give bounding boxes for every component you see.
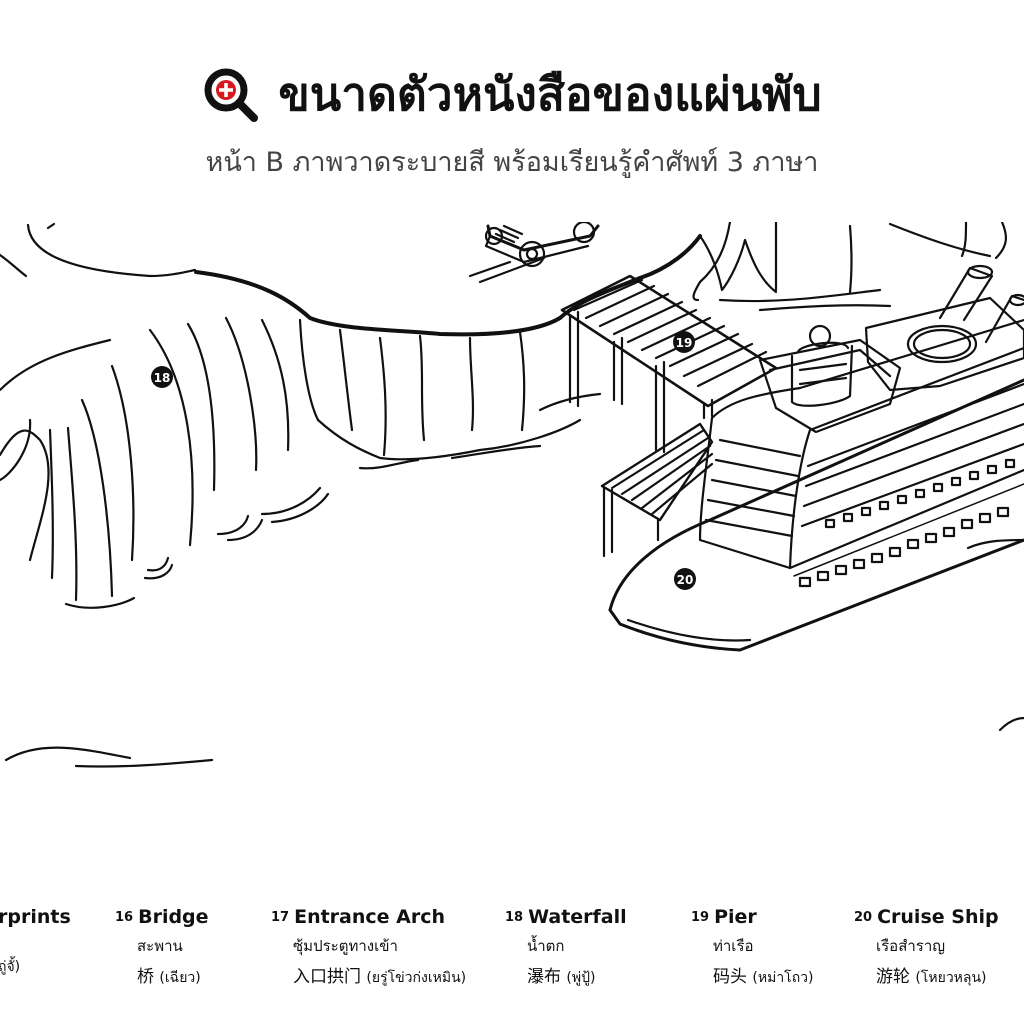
page-header: ขนาดตัวหนังสือของแผ่นพับ หน้า B ภาพวาดระ… [0,0,1024,200]
marker-waterfall-label: 18 [154,371,171,385]
legend-zh: 游轮 [876,967,910,987]
vocabulary-legend: rprints ถู่จั้) 16 Bridge สะพาน 桥 (เฉียว)… [0,906,1024,1016]
legend-pron: (เฉียว) [159,970,201,986]
legend-item-cruise-ship: 20 Cruise Ship เรือสำราญ 游轮 (โหยวหลุน) [854,906,999,989]
legend-th: เรือสำราญ [876,937,946,955]
legend-zh: 瀑布 [527,967,561,987]
legend-th: ซุ้มประตูทางเข้า [293,937,398,955]
legend-zh: 码头 [713,967,747,987]
legend-num: 17 [271,910,290,925]
legend-item-entrance-arch: 17 Entrance Arch ซุ้มประตูทางเข้า 入口拱门 (ย… [271,906,466,989]
legend-num: 16 [115,910,134,925]
legend-en: rprints [0,906,71,928]
legend-pron: (ยรู่โข่วก่งเหมิน) [366,970,467,986]
legend-zh: 入口拱门 [293,967,361,987]
marker-cruise-ship-label: 20 [677,573,694,587]
jeep-drawing [468,222,600,284]
marker-pier-label: 19 [676,336,693,350]
page-subtitle: หน้า B ภาพวาดระบายสี พร้อมเรียนรู้คำศัพท… [205,147,819,178]
legend-item-waterfall: 18 Waterfall น้ำตก 瀑布 (พู่ปู้) [505,906,627,989]
legend-en: Bridge [138,906,209,928]
legend-item-footprints: rprints ถู่จั้) [0,906,71,978]
legend-item-bridge: 16 Bridge สะพาน 桥 (เฉียว) [115,906,209,989]
zoom-in-icon [204,68,259,122]
legend-num: 18 [505,910,524,925]
cruise-ship-drawing [608,264,1024,652]
coloring-illustration: 18 19 20 [0,222,1024,768]
legend-num: 20 [854,910,873,925]
legend-zh: 桥 [137,967,154,987]
legend-item-pier: 19 Pier ท่าเรือ 码头 (หม่าโถว) [691,906,814,989]
legend-en: Pier [714,906,757,928]
marker-cruise-ship [674,568,696,590]
legend-num: 19 [691,910,710,925]
legend-en: Cruise Ship [877,906,999,928]
legend-th: ท่าเรือ [713,937,754,955]
legend-en: Entrance Arch [294,906,446,928]
legend-pron: (หม่าโถว) [752,970,814,986]
legend-en: Waterfall [528,906,627,928]
pier-drawing [560,274,778,558]
page-title: ขนาดตัวหนังสือของแผ่นพับ [278,67,822,121]
legend-th: น้ำตก [527,937,565,955]
legend-pron: (พู่ปู้) [566,970,596,986]
marker-waterfall [151,366,173,388]
marker-pier [673,331,695,353]
title-row: ขนาดตัวหนังสือของแผ่นพับ [0,58,1024,131]
legend-th: สะพาน [137,937,183,955]
legend-pron: ถู่จั้) [0,959,21,975]
legend-pron: (โหยวหลุน) [915,970,987,986]
